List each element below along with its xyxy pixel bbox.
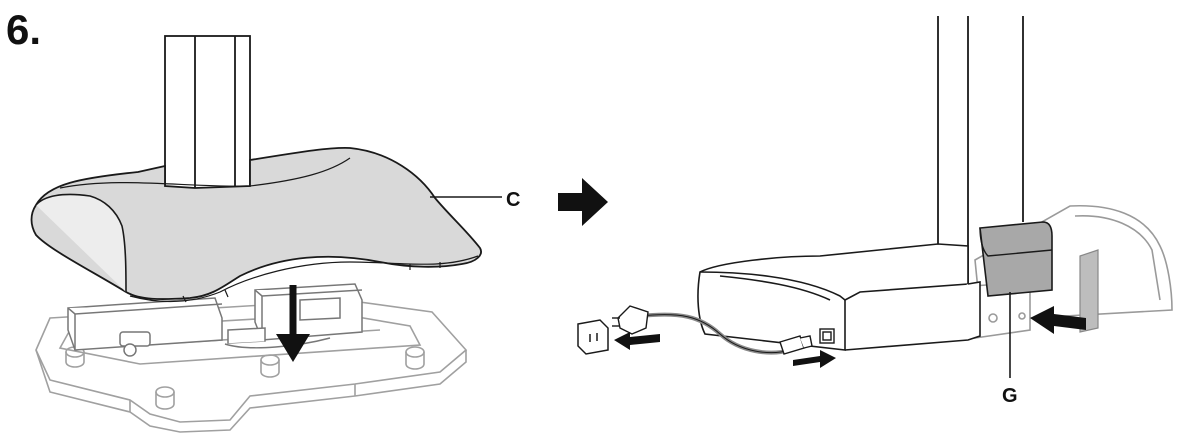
right-column — [937, 16, 1024, 290]
panel-g — [979, 221, 1053, 297]
left-column — [164, 35, 251, 197]
device-plug — [779, 335, 813, 355]
power-port — [819, 328, 835, 344]
front-base — [697, 243, 981, 351]
cover-label-c: C — [506, 189, 520, 211]
down-arrow-icon — [276, 285, 310, 362]
rear-post — [1079, 249, 1099, 333]
unplug-arrow-icon — [614, 332, 660, 350]
wall-outlet — [577, 319, 609, 355]
wall-plug — [612, 305, 649, 335]
step-number: 6. — [6, 6, 41, 53]
plug-in-arrow-icon — [793, 350, 836, 368]
panel-label-g: G — [1002, 385, 1018, 407]
cover-c — [30, 146, 482, 303]
right-illustration: G — [577, 16, 1173, 407]
internal-components — [67, 283, 363, 357]
left-illustration: C — [30, 35, 520, 433]
right-arrow-icon — [558, 178, 608, 226]
insert-arrow-icon — [1030, 306, 1086, 334]
power-cable — [612, 305, 813, 355]
